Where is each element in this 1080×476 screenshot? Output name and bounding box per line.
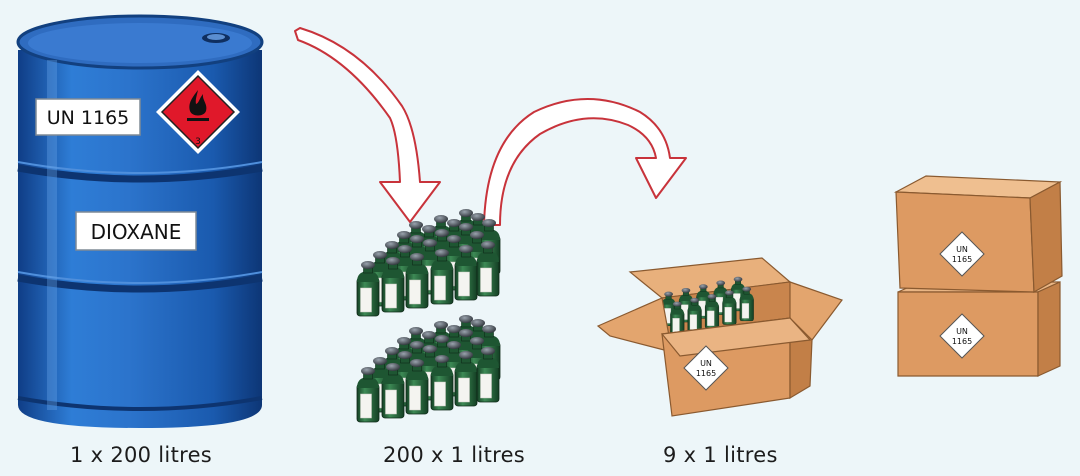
svg-text:1165: 1165 bbox=[952, 255, 972, 264]
hazard-diamond: 3 bbox=[156, 70, 240, 154]
svg-text:UN: UN bbox=[956, 245, 968, 254]
box-un-label-open: UN 1165 bbox=[683, 345, 729, 391]
un-number-label bbox=[35, 98, 141, 136]
un-number-text: UN 1165 bbox=[47, 107, 130, 129]
svg-text:1165: 1165 bbox=[952, 337, 972, 346]
caption-bottles: 200 x 1 litres bbox=[383, 443, 526, 467]
open-box bbox=[596, 257, 843, 417]
bottle-group-bottom bbox=[357, 315, 500, 422]
box-un-label-bottom: UN 1165 bbox=[939, 313, 985, 359]
arrow-drum-to-bottles bbox=[294, 27, 441, 223]
svg-text:UN: UN bbox=[700, 359, 712, 368]
flame-icon bbox=[187, 90, 209, 121]
arrow-bottles-to-box bbox=[483, 98, 687, 226]
bottle-group-top bbox=[357, 209, 500, 316]
stacked-boxes bbox=[893, 175, 1063, 377]
substance-name-text: DIOXANE bbox=[91, 220, 182, 244]
hazard-class-number: 3 bbox=[195, 137, 201, 147]
substance-name-label bbox=[75, 211, 197, 251]
svg-text:1165: 1165 bbox=[696, 369, 716, 378]
svg-text:UN: UN bbox=[956, 327, 968, 336]
box-un-label-top: UN 1165 bbox=[939, 231, 985, 277]
caption-drum: 1 x 200 litres bbox=[70, 443, 213, 467]
caption-box: 9 x 1 litres bbox=[663, 443, 778, 467]
